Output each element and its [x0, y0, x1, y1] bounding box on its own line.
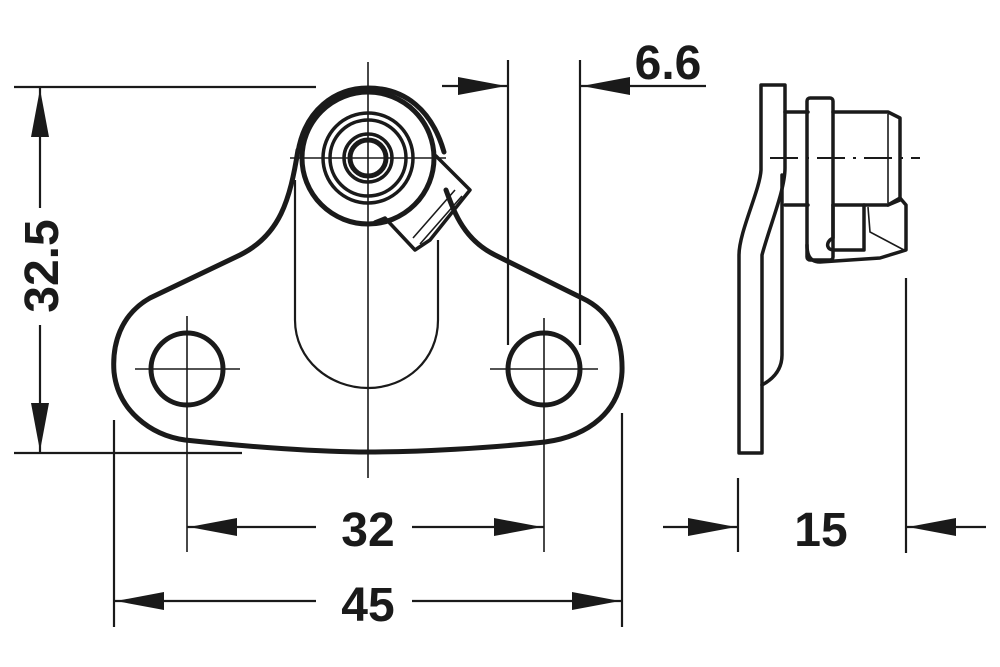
dim-label-depth: 15 — [794, 504, 847, 557]
arrow-right-icon — [572, 592, 620, 610]
arrow-right-icon — [458, 77, 506, 95]
dim-label-height: 32.5 — [16, 219, 69, 312]
slot-outline — [293, 180, 440, 390]
dim-depth: 15 — [663, 278, 986, 557]
arrow-right-icon — [688, 518, 736, 536]
arrow-down-icon — [31, 403, 49, 451]
arrow-up-icon — [31, 89, 49, 137]
side-clip-foot — [805, 196, 908, 264]
clip-tab-line-2 — [412, 189, 456, 239]
dim-label-width: 45 — [341, 579, 394, 632]
arrow-left-icon — [582, 77, 630, 95]
side-view — [737, 83, 920, 455]
side-plate-return — [760, 173, 784, 387]
dim-label-hole-spacing: 32 — [341, 504, 394, 557]
clip-tab — [373, 154, 472, 252]
side-stud-flange — [805, 96, 835, 262]
clip-tab-line-1 — [419, 195, 463, 245]
side-stud-collar — [783, 110, 810, 207]
arrow-left-icon — [189, 518, 237, 536]
arrow-right-icon — [494, 518, 542, 536]
side-clip-inner — [867, 206, 905, 251]
front-view — [111, 62, 625, 552]
dim-label-offset: 6.6 — [635, 37, 702, 90]
dim-offset: 6.6 — [442, 37, 706, 345]
arrow-left-icon — [116, 592, 164, 610]
dim-hole-spacing: 32 — [187, 504, 544, 557]
arrow-left-icon — [908, 518, 956, 536]
dim-width: 45 — [112, 413, 624, 632]
dim-height: 32.5 — [14, 85, 316, 455]
side-plate-outline — [737, 83, 787, 455]
